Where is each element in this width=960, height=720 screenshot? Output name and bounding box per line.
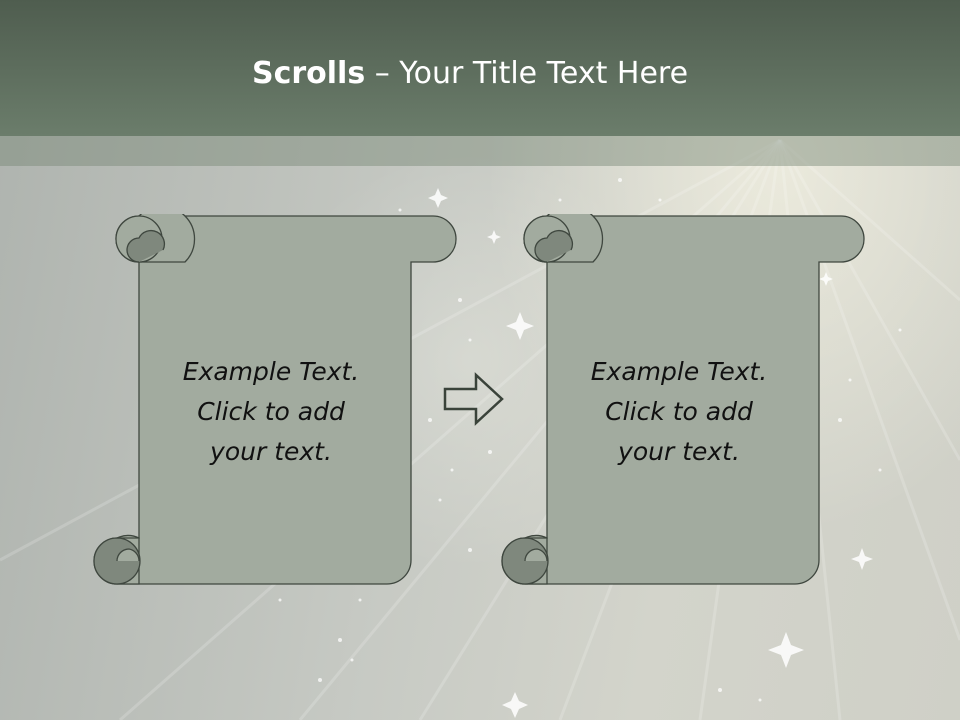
title-separator: – — [365, 56, 400, 91]
scroll-text-line: your text. — [210, 437, 332, 466]
title-bold: Scrolls — [251, 56, 366, 91]
title-rest: Your Title Text Here — [399, 56, 689, 91]
scroll-2-text[interactable]: Example Text. Click to add your text. — [551, 352, 807, 472]
scroll-text-line: Example Text. — [182, 357, 360, 386]
title-bar — [0, 0, 960, 136]
scroll-shape — [501, 214, 865, 585]
scroll-text-line: Click to add — [605, 397, 753, 426]
scroll-1[interactable]: Example Text. Click to add your text. — [93, 214, 459, 588]
scroll-shape — [93, 214, 457, 585]
right-arrow-icon — [443, 372, 504, 426]
scroll-text-line: your text. — [618, 437, 740, 466]
slide-title[interactable]: Scrolls – Your Title Text Here — [0, 56, 940, 91]
scroll-text-line: Example Text. — [590, 357, 768, 386]
scroll-2[interactable]: Example Text. Click to add your text. — [501, 214, 867, 588]
scroll-text-line: Click to add — [197, 397, 345, 426]
title-underline-strip — [0, 136, 960, 166]
scroll-1-text[interactable]: Example Text. Click to add your text. — [143, 352, 399, 472]
